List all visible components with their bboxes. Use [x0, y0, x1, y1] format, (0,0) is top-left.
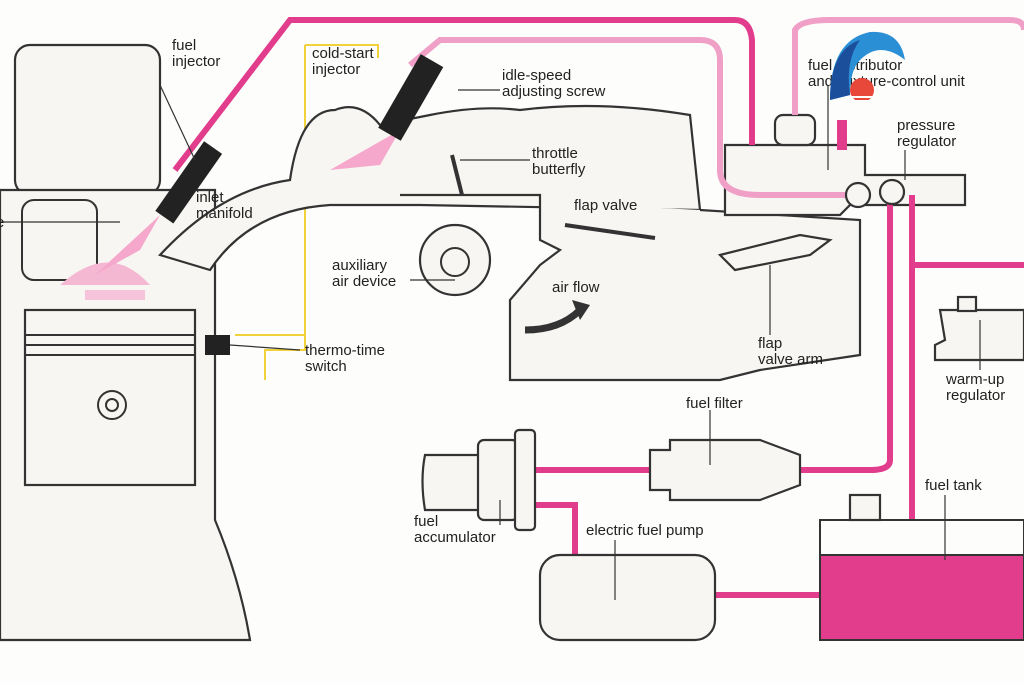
spray-main	[95, 215, 160, 275]
label-fuel-tank: fuel tank	[925, 477, 982, 494]
flap-valve-arm	[717, 233, 833, 272]
label-fragment: e	[0, 214, 5, 231]
label-line: valve arm	[758, 351, 824, 368]
label-line: thermo-time	[305, 342, 386, 359]
label-line: regulator	[897, 133, 957, 150]
fuel-accumulator	[421, 453, 482, 512]
auxiliary-air-device	[418, 223, 492, 297]
label-line: idle-speed	[502, 67, 572, 84]
label-fuel-filter: fuel filter	[686, 395, 743, 412]
air-flow-arrow	[524, 307, 583, 334]
label-line: auxiliary	[332, 257, 388, 274]
label-line: regulator	[946, 387, 1006, 404]
label-line: injector	[172, 53, 221, 70]
label-flap-valve: flap valve	[574, 197, 638, 214]
label-line: and mixture-control unit	[808, 73, 965, 90]
label-air-flow: air flow	[552, 279, 600, 296]
label-line: adjusting screw	[502, 83, 606, 100]
label-line: fuel distributor	[808, 57, 903, 74]
cold-start-injector	[378, 54, 444, 141]
label-line: manifold	[196, 205, 253, 222]
label-line: injector	[312, 61, 361, 78]
spray-cold-start	[330, 130, 400, 170]
label-line: accumulator	[414, 529, 496, 546]
label-line: butterfly	[532, 161, 586, 178]
electric-fuel-pump	[538, 553, 717, 642]
flap-valve	[564, 223, 656, 240]
label-line: pressure	[897, 117, 956, 134]
engine	[0, 43, 252, 642]
label-line: warm-up	[946, 371, 1005, 388]
label-electric-fuel-pump: electric fuel pump	[586, 522, 704, 539]
thermo-time-switch	[205, 335, 230, 355]
label-line: air device	[332, 273, 397, 290]
inlet-manifold	[157, 104, 702, 272]
label-line: switch	[305, 358, 347, 375]
fuel-injector	[155, 141, 223, 224]
label-line: inlet	[196, 189, 224, 206]
leader-lines	[0, 84, 981, 600]
label-line: flap	[758, 335, 783, 352]
fuel-filter	[648, 438, 802, 502]
label-line: cold-start	[312, 45, 374, 62]
label-line: throttle	[532, 145, 578, 162]
air-duct	[400, 193, 862, 382]
throttle-butterfly	[450, 154, 464, 196]
fuel-distributor	[723, 143, 967, 217]
label-line: fuel	[414, 513, 439, 530]
label-line: fuel	[172, 37, 197, 54]
